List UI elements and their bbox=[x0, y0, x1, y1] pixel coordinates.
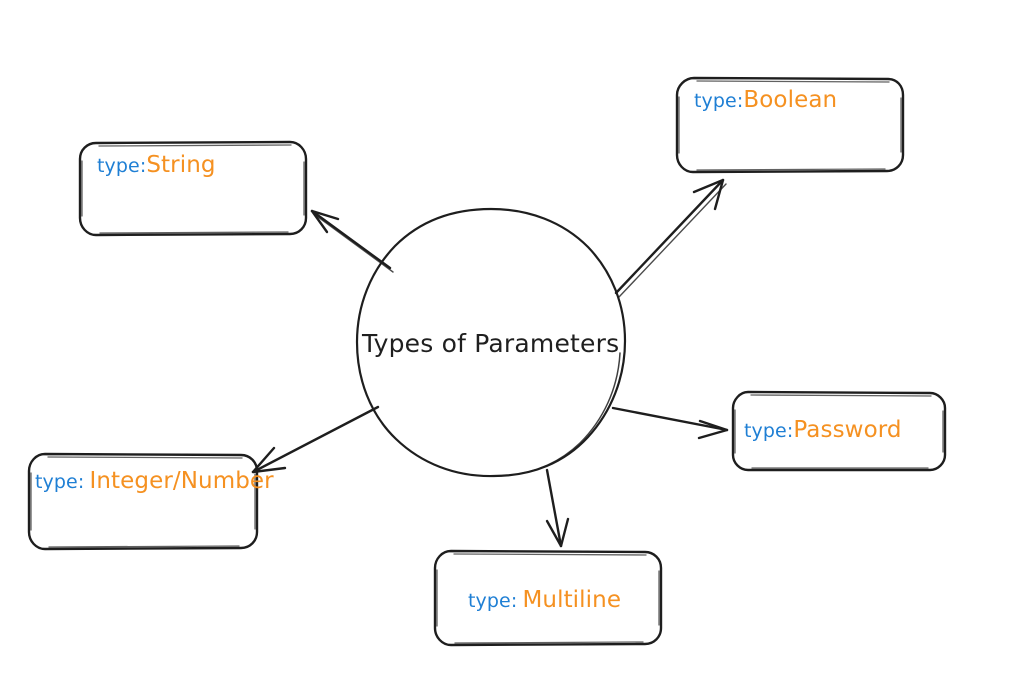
node-boolean-shape bbox=[675, 76, 905, 174]
node-multiline-shape bbox=[433, 549, 663, 647]
edge-center-to-multiline bbox=[545, 468, 570, 548]
node-password-shape bbox=[731, 390, 947, 472]
edge-center-to-password bbox=[611, 406, 729, 440]
center-node-shape bbox=[355, 207, 627, 478]
edge-center-to-string bbox=[310, 209, 394, 273]
node-string-shape bbox=[78, 140, 308, 237]
edge-center-to-boolean bbox=[614, 178, 727, 298]
edge-center-to-integer bbox=[251, 405, 380, 474]
node-integer-shape bbox=[27, 452, 259, 551]
